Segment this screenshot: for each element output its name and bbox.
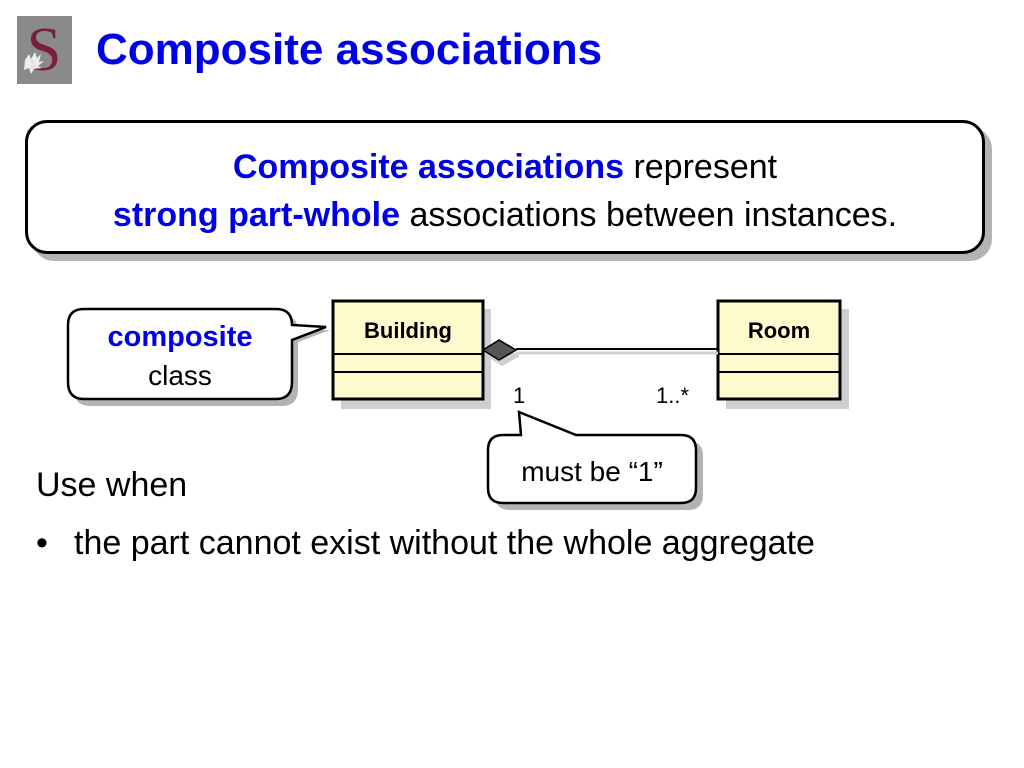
class-box (331, 299, 485, 401)
bullet-icon: • (36, 524, 48, 562)
callout-highlight: composite (107, 321, 252, 353)
class-name: Building (364, 318, 452, 343)
university-logo: S (17, 16, 72, 84)
definition-line-2: strong part-whole associations between i… (28, 191, 982, 239)
use-when-heading: Use when (36, 466, 188, 504)
class-box (716, 299, 842, 401)
callout-bubble (486, 410, 698, 505)
filled-diamond-icon (481, 339, 518, 361)
definition-term: Composite associations (232, 148, 624, 186)
definition-line-1: Composite associations represent (28, 143, 982, 191)
leaf-icon (24, 52, 44, 74)
definition-emphasis: strong part-whole (112, 196, 401, 234)
callout-text: class (148, 360, 212, 391)
definition-text: associations between instances. (400, 196, 898, 234)
callout-bubble (66, 307, 327, 401)
uml-class-room: Room (716, 299, 849, 409)
list-item: • the part cannot exist without the whol… (36, 524, 815, 563)
whole-multiplicity: 1 (513, 383, 525, 408)
class-name: Room (748, 318, 810, 343)
page-title: Composite associations (96, 25, 603, 74)
use-when-list: • the part cannot exist without the whol… (36, 524, 815, 563)
part-multiplicity: 1..* (656, 383, 689, 408)
callout-composite-class: composite class (66, 307, 330, 406)
definition-box: Composite associations represent strong … (25, 120, 985, 254)
logo-letter: S (27, 16, 61, 84)
definition-text: represent (624, 148, 778, 186)
uml-class-building: Building (331, 299, 491, 409)
composition-association: 1 1..* (481, 339, 718, 408)
callout-text: must be “1” (521, 456, 663, 487)
logo-background (17, 16, 72, 84)
callout-multiplicity: must be “1” (486, 410, 703, 510)
list-item-text: the part cannot exist without the whole … (74, 524, 815, 562)
